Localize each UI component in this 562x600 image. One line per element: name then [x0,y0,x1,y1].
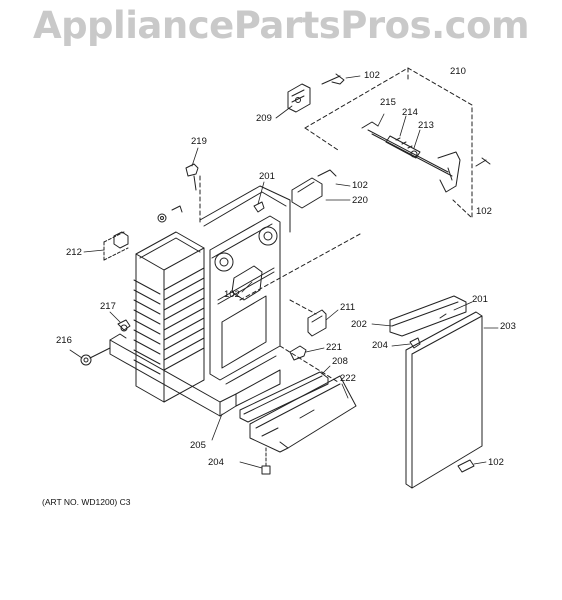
screw-204-upper [409,337,421,349]
callout-204-lower: 204 [208,457,224,468]
screw-102-lower [457,459,475,473]
callout-208: 208 [332,356,348,367]
callout-219: 219 [191,136,207,147]
callout-102-cabinet: 102 [224,289,240,300]
callout-220: 220 [352,195,368,206]
callout-222: 222 [340,373,356,384]
screw-102-right [475,157,491,167]
art-number-caption: (ART NO. WD1200) C3 [42,497,131,507]
callout-210: 210 [450,66,466,77]
door-handle-202 [389,295,467,337]
watermark-logo: AppliancePartsPros.com [32,4,530,47]
screw-204-lower [261,447,271,475]
screw-221 [289,345,307,361]
leader-lines [69,75,499,469]
screw-102-top [321,73,345,85]
hinge-rod-assembly [361,121,461,193]
callout-201-upper: 201 [259,171,275,182]
clip-211 [307,309,327,337]
screw-216 [80,347,111,366]
callout-221: 221 [326,342,342,353]
callout-209: 209 [256,113,272,124]
screw-219 [185,163,199,191]
callout-203: 203 [500,321,516,332]
callout-213: 213 [418,120,434,131]
screw-217 [117,319,131,332]
kickplate-208 [239,371,329,423]
grommet-212-parts [113,205,183,249]
callout-202: 202 [351,319,367,330]
callout-102-right: 102 [476,206,492,217]
kickplate-222 [249,375,357,453]
callout-215: 215 [380,97,396,108]
callout-212: 212 [66,247,82,258]
callout-102-mid: 102 [352,180,368,191]
hinge-assembly-dashed-box [304,67,473,219]
callout-102-lower: 102 [488,457,504,468]
callout-102-top: 102 [364,70,380,81]
hinge-bracket-209 [287,83,311,113]
callout-211: 211 [340,302,356,313]
bracket-220 [291,169,337,209]
callout-216: 216 [56,335,72,346]
callout-217: 217 [100,301,116,312]
callout-205: 205 [190,440,206,451]
door-panel-203 [405,311,483,489]
callout-204-upper: 204 [372,340,388,351]
callout-214: 214 [402,107,418,118]
callout-201-handle: 201 [472,294,488,305]
screw-201-upper [253,201,265,213]
cabinet-body [109,185,291,417]
